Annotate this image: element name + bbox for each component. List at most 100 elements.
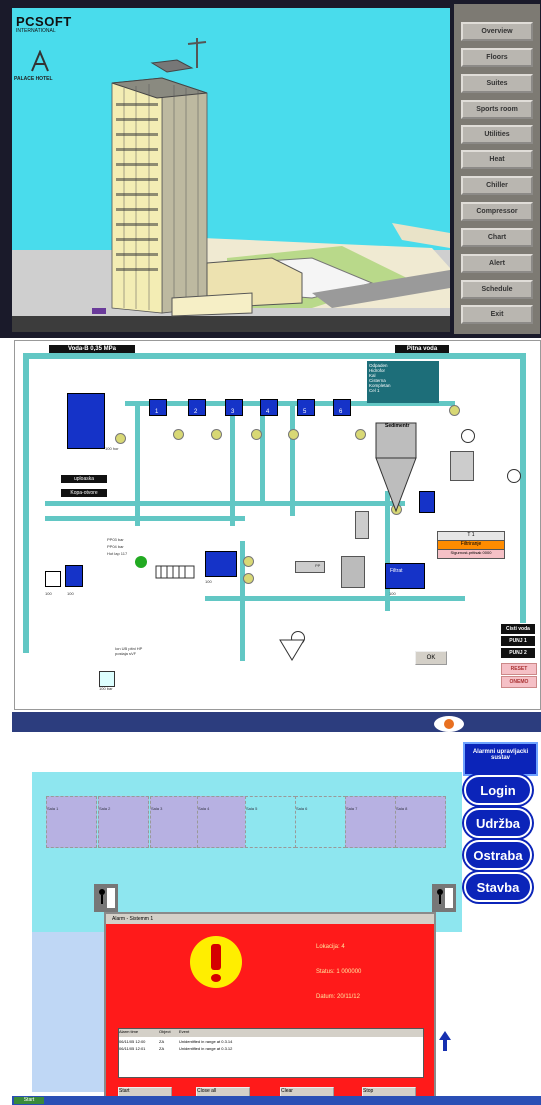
- room-cell[interactable]: Sala 7: [345, 796, 396, 848]
- room-cell[interactable]: Sala 6: [295, 796, 346, 848]
- taskbar: Start: [12, 1096, 541, 1105]
- pcsoft-logo: PCSOFT INTERNATIONAL: [16, 14, 90, 34]
- room-cell[interactable]: Sala 1: [46, 796, 97, 848]
- app-logo-icon: [444, 719, 454, 729]
- nav-chart-button[interactable]: Chart: [461, 228, 533, 247]
- table-cell: Unidentified in range at 0.3.14: [179, 1039, 233, 1044]
- table-row[interactable]: 06/11/05 12:00 ZA Unidentified in range …: [119, 1039, 423, 1044]
- valve[interactable]: [355, 429, 366, 440]
- nav-sports-button[interactable]: Sports room: [461, 100, 533, 119]
- fill-1-button[interactable]: PUNJ 1: [501, 636, 535, 646]
- meter-box: [295, 561, 325, 573]
- nav-utilities-button[interactable]: Utilities: [461, 125, 533, 144]
- warning-icon: [190, 936, 242, 988]
- tank-2: 2: [188, 399, 206, 416]
- valve[interactable]: [243, 573, 254, 584]
- reset-button[interactable]: RESET: [501, 663, 537, 675]
- tank-1-number: 1: [155, 409, 159, 415]
- alarm-table[interactable]: Alarm time Object Event 06/11/05 12:00 Z…: [118, 1028, 424, 1078]
- clean-water-button[interactable]: Cisti voda: [501, 624, 535, 634]
- valve[interactable]: [251, 429, 262, 440]
- warning-icon-dot: [211, 974, 221, 982]
- valve[interactable]: [211, 429, 222, 440]
- up-arrow-icon[interactable]: [438, 1030, 452, 1057]
- room-label: Sala 7: [346, 806, 358, 811]
- room-cell[interactable]: Sala 3: [150, 796, 201, 848]
- nav-heat-button[interactable]: Heat: [461, 150, 533, 169]
- sidebar-title: Alarmni upravljacki sustav: [463, 742, 538, 776]
- pipe-bottom: [205, 596, 465, 601]
- legend-item: Kal: [369, 373, 376, 378]
- start-button[interactable]: Start: [14, 1097, 44, 1104]
- alarm-field: Status: 1 000000: [316, 969, 362, 975]
- login-button[interactable]: Login: [464, 775, 532, 805]
- funnel-icon: [279, 639, 305, 661]
- hotel-overview-panel: PCSOFT INTERNATIONAL PALACE HOTEL: [0, 0, 541, 338]
- bottom-label: Ion UB pitni HP postaja sVF: [115, 646, 143, 656]
- room-cell[interactable]: Sala 4: [197, 796, 248, 848]
- fill-2-button[interactable]: PUNJ 2: [501, 648, 535, 658]
- level-value: 100: [67, 591, 74, 596]
- room-label: Sala 3: [151, 806, 163, 811]
- heat-exchanger-icon: [155, 565, 195, 579]
- room-label: Sala 8: [396, 806, 408, 811]
- tank-3-number: 3: [231, 409, 235, 415]
- tank-box: [450, 451, 474, 481]
- table-header-cell: Event: [179, 1029, 190, 1034]
- room-label: Sala 6: [296, 806, 308, 811]
- tank-6: 6: [333, 399, 351, 416]
- valve[interactable]: [173, 429, 184, 440]
- nav-overview-button[interactable]: Overview: [461, 22, 533, 41]
- onemo-button[interactable]: ONEMO: [501, 676, 537, 688]
- mid-label: PP03 bar: [107, 537, 124, 542]
- valve[interactable]: [449, 405, 460, 416]
- level-value: 100: [45, 591, 52, 596]
- level-value: 100: [205, 579, 212, 584]
- stavba-button[interactable]: Stavba: [464, 872, 532, 902]
- table-cell: Unidentified in range at 0.3.12: [179, 1046, 233, 1051]
- udrzba-button[interactable]: Udržba: [464, 808, 532, 838]
- valve[interactable]: [243, 556, 254, 567]
- road: [12, 316, 450, 332]
- tank-1: 1: [149, 399, 167, 416]
- ok-button[interactable]: OK: [415, 651, 447, 665]
- room-cell[interactable]: Sala 8: [395, 796, 446, 848]
- nav-suites-button[interactable]: Suites: [461, 74, 533, 93]
- box-kopa[interactable]: Kopa-otvore: [61, 489, 107, 497]
- nav-compressor-button[interactable]: Compressor: [461, 202, 533, 221]
- valve[interactable]: [288, 429, 299, 440]
- gauge-icon: [507, 469, 521, 483]
- bottom-container-label: 100 bar: [99, 686, 113, 691]
- warning-icon-bar: [211, 944, 221, 970]
- filter-tank: [419, 491, 435, 513]
- nav-schedule-button[interactable]: Schedule: [461, 280, 533, 299]
- room-label: Sala 5: [246, 806, 258, 811]
- small-tank-1: [65, 565, 83, 587]
- room-cell[interactable]: Sala 2: [98, 796, 149, 848]
- nav-chiller-button[interactable]: Chiller: [461, 176, 533, 195]
- room-label: Sala 1: [47, 806, 59, 811]
- pipe-v4: [135, 406, 140, 526]
- table-header-cell: Alarm time: [119, 1029, 139, 1034]
- nav-floors-button[interactable]: Floors: [461, 48, 533, 67]
- room-cell[interactable]: Sala 5: [245, 796, 296, 848]
- nav-exit-button[interactable]: Exit: [461, 305, 533, 324]
- nav-alert-button[interactable]: Alert: [461, 254, 533, 273]
- logo-text: PCSOFT: [16, 14, 72, 29]
- legend-item: Cisterna: [369, 378, 386, 383]
- pipe-mid: [125, 401, 455, 406]
- mid-label: Hot lap 117: [107, 551, 128, 556]
- ostraba-button[interactable]: Ostraba: [464, 840, 532, 870]
- legend-item: Hidrofor: [369, 368, 386, 373]
- valve[interactable]: [115, 433, 126, 444]
- table-row[interactable]: 06/11/05 12:01 ZA Unidentified in range …: [119, 1046, 423, 1051]
- exit-door-icon: [432, 884, 456, 912]
- table-cell: 06/11/05 12:01: [119, 1046, 146, 1051]
- legend-box: Odpaden Hidrofor Kal Cisterna Kompletan …: [367, 361, 439, 403]
- zone-left: [32, 932, 112, 1092]
- alarm-field: Datum: 20/11/12: [316, 994, 360, 1000]
- status-pink: Sigurnost-pritisak 0000: [437, 549, 505, 559]
- table-cell: 06/11/05 12:00: [119, 1039, 146, 1044]
- legend-item: Cel 1: [369, 388, 380, 393]
- box-uploaska[interactable]: uploaska: [61, 475, 107, 483]
